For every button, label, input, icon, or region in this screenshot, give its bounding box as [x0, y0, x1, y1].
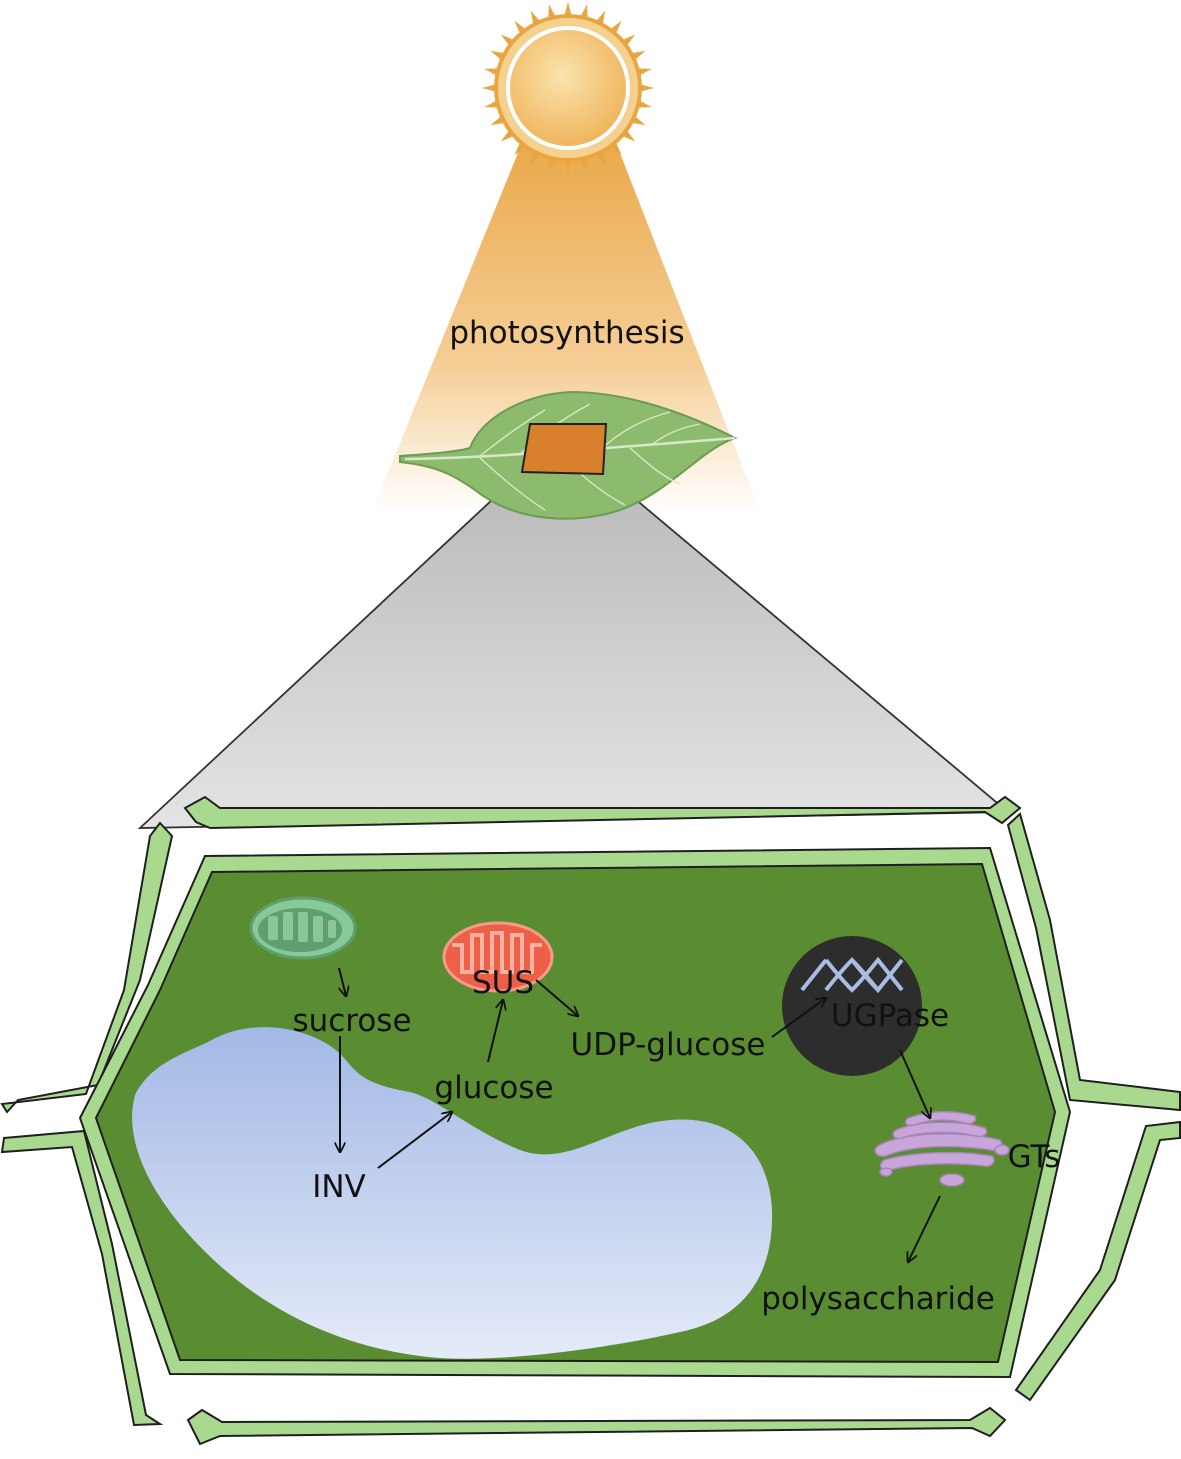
- label-gts: GTs: [1008, 1139, 1061, 1175]
- neighbor-cell-walls: [0, 795, 1181, 1446]
- label-photosynthesis: photosynthesis: [449, 315, 684, 351]
- label-glucose: glucose: [434, 1070, 553, 1106]
- arrow-inv-to-glucose: [377, 1112, 452, 1169]
- leaf-icon: [399, 390, 738, 520]
- arrow-glucose-to-sus: [487, 1000, 503, 1063]
- mitochondrion-icon: [442, 921, 554, 993]
- sun-icon: [482, 2, 654, 174]
- arrow-sus-to-udpglucose: [535, 979, 578, 1016]
- arrow-ugpase-to-gts: [899, 1049, 930, 1118]
- label-inv: INV: [312, 1169, 366, 1205]
- leaf-sample-patch: [520, 423, 608, 476]
- zoom-funnel: [137, 471, 1011, 829]
- arrow-gts-to-polysaccharide: [908, 1195, 941, 1262]
- chloroplast-icon: [249, 896, 357, 960]
- label-udp-glucose: UDP-glucose: [571, 1027, 766, 1063]
- label-ugpase: UGPase: [831, 998, 949, 1034]
- dna-icon: [800, 956, 904, 994]
- golgi-icon: [874, 1110, 1010, 1187]
- label-sus: SUS: [472, 965, 534, 1001]
- arrow-udpglucose-to-ugpase: [771, 998, 826, 1038]
- vacuole-icon: [132, 1027, 773, 1359]
- pathway-arrows: [338, 967, 941, 1262]
- label-polysaccharide: polysaccharide: [761, 1281, 995, 1317]
- label-sucrose: sucrose: [292, 1003, 411, 1039]
- nucleus-icon: [782, 936, 922, 1076]
- arrow-chloroplast-to-sucrose: [338, 967, 346, 996]
